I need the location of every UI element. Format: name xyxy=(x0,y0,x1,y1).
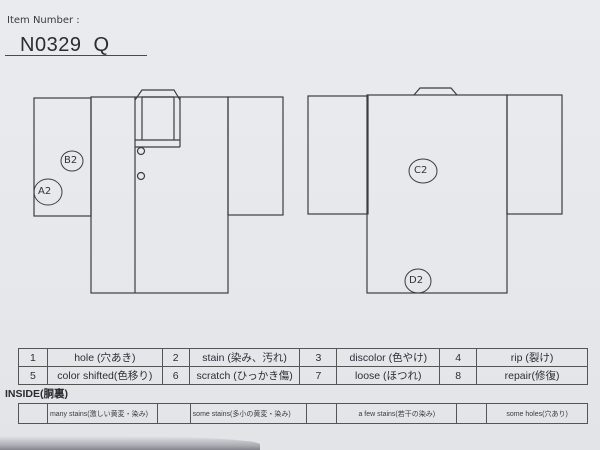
legend-text: discolor (色やけ) xyxy=(336,348,441,367)
legend-num: 8 xyxy=(439,366,478,385)
inside-row: many stains(激しい黄変・染み) some stains(多小の黄変・… xyxy=(18,403,588,424)
mark-circle-B2 xyxy=(60,150,84,172)
back-collar xyxy=(413,87,458,96)
inside-option-some-stains: some stains(多小の黄変・染み) xyxy=(189,403,308,424)
back-left-sleeve xyxy=(307,95,369,215)
legend-text: stain (染み、汚れ) xyxy=(188,348,301,367)
item-number-underline xyxy=(5,55,147,56)
legend-num: 5 xyxy=(18,366,48,385)
mark-circle-D2 xyxy=(404,268,432,294)
mark-D2: D2 xyxy=(409,275,424,286)
front-body xyxy=(90,96,229,294)
item-number-value: N0329 Q xyxy=(20,34,110,56)
garment-diagram xyxy=(33,87,563,294)
inside-option-some-holes: some holes(穴あり) xyxy=(486,403,588,424)
inside-checkbox-some-stains[interactable] xyxy=(156,403,191,424)
back-view xyxy=(307,87,563,294)
legend-text: color shifted(色移り) xyxy=(46,366,163,385)
legend-text: scratch (ひっかき傷) xyxy=(188,366,301,385)
legend-num: 4 xyxy=(439,348,478,367)
inside-condition-table: many stains(激しい黄変・染み) some stains(多小の黄変・… xyxy=(18,403,588,424)
damage-legend-table: 1 hole (穴あき) 2 stain (染み、汚れ) 3 discolor … xyxy=(18,348,588,385)
front-view xyxy=(33,89,284,294)
legend-num: 7 xyxy=(299,366,338,385)
inside-option-few-stains: a few stains(若干の染み) xyxy=(336,403,458,424)
mark-circle-A2 xyxy=(33,178,63,206)
inside-checkbox-many-stains[interactable] xyxy=(18,403,48,424)
mark-C2: C2 xyxy=(414,165,428,176)
button-icon xyxy=(136,171,146,181)
legend-num: 1 xyxy=(18,348,48,367)
mark-circle-C2 xyxy=(408,158,438,184)
photo-shadow xyxy=(0,436,260,450)
inside-title: INSIDE(胴裏) xyxy=(5,388,68,400)
mark-A2: A2 xyxy=(38,186,52,197)
item-number-label: Item Number : xyxy=(7,15,80,26)
legend-text: repair(修復) xyxy=(476,366,588,385)
legend-row: 1 hole (穴あき) 2 stain (染み、汚れ) 3 discolor … xyxy=(18,348,588,367)
legend-num: 3 xyxy=(299,348,338,367)
legend-row: 5 color shifted(色移り) 6 scratch (ひっかき傷) 7… xyxy=(18,366,588,385)
inside-option-many-stains: many stains(激しい黄変・染み) xyxy=(46,403,158,424)
legend-text: loose (ほつれ) xyxy=(336,366,441,385)
back-right-sleeve xyxy=(506,94,563,215)
inside-checkbox-some-holes[interactable] xyxy=(456,403,488,424)
legend-num: 2 xyxy=(161,348,190,367)
front-right-sleeve xyxy=(227,96,284,216)
collar-top xyxy=(134,89,181,101)
back-body xyxy=(366,94,508,294)
legend-text: hole (穴あき) xyxy=(46,348,163,367)
legend-text: rip (裂け) xyxy=(476,348,588,367)
inside-checkbox-few-stains[interactable] xyxy=(306,403,338,424)
legend-num: 6 xyxy=(161,366,190,385)
mark-B2: B2 xyxy=(64,155,78,166)
button-icon xyxy=(136,146,146,156)
